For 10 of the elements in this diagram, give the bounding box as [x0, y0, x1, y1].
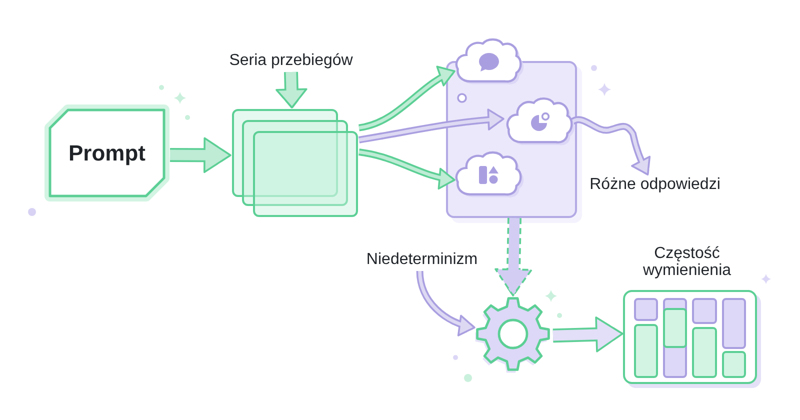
annotation-label: Różne odpowiedzi [590, 176, 720, 194]
annotation-label: Seria przebiegów [229, 52, 353, 70]
thought-cloud [453, 37, 525, 87]
thought-cloud [453, 150, 525, 200]
card-stack [231, 108, 359, 218]
thought-cloud [504, 96, 576, 148]
annotation-label: Niedeterminizm [366, 251, 478, 269]
chart-heading: Częstość wymienienia [642, 245, 732, 279]
node-label: Prompt [68, 140, 146, 167]
gear-icon [473, 294, 553, 374]
